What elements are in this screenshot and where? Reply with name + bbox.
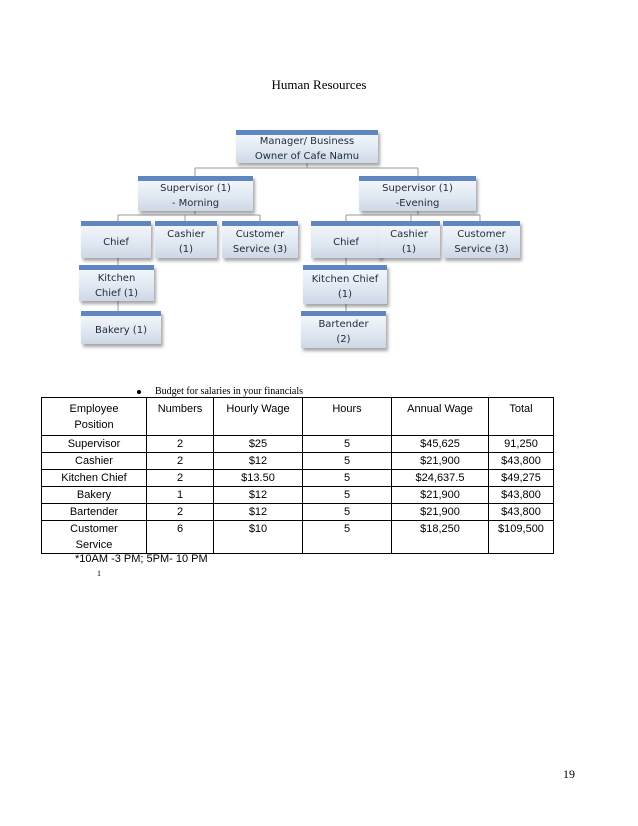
table-cell: 2 [146,435,214,453]
org-box-supervisor-morning: Supervisor (1) - Morning [138,176,253,211]
org-chart-connectors [117,163,481,311]
table-cell: 5 [302,435,392,453]
table-cell: Cashier [41,452,147,470]
table-cell: 5 [302,520,392,554]
table-header-cell: Hourly Wage [213,397,303,436]
table-cell: 91,250 [488,435,554,453]
table-cell: 6 [146,520,214,554]
org-box-cashier-morning: Cashier (1) [155,221,217,258]
table-cell: $43,800 [488,486,554,504]
table-cell: Customer Service [41,520,147,554]
table-cell: 2 [146,452,214,470]
org-box-chief-evening: Chief [311,221,381,258]
table-header-cell: Hours [302,397,392,436]
page-number: 19 [563,767,575,781]
table-cell: $13.50 [213,469,303,487]
table-cell: 2 [146,503,214,521]
table-header-cell: Annual Wage [391,397,489,436]
budget-note: Budget for salaries in your financials [155,386,304,397]
org-box-label: Kitchen Chief (1) [311,274,379,300]
table-cell: $109,500 [488,520,554,554]
org-box-supervisor-evening: Supervisor (1) -Evening [359,176,476,211]
table-cell: $12 [213,452,303,470]
org-box-label: Bakery (1) [95,324,147,336]
table-header-cell: Employee Position [41,397,147,436]
table-cell: $43,800 [488,503,554,521]
table-cell: $10 [213,520,303,554]
org-box-manager: Manager/ Business Owner of Cafe Namu [236,130,378,163]
org-box-label: Cashier (1) [390,229,428,255]
org-box-label: Supervisor (1) - Morning [160,183,231,209]
table-cell: $21,900 [391,503,489,521]
table-cell: $18,250 [391,520,489,554]
table-cell: Bakery [41,486,147,504]
org-box-label: Manager/ Business Owner of Cafe Namu [254,136,360,162]
org-box-label: Customer Service (3) [454,229,509,255]
org-box-kitchen-chief-morning: Kitchen Chief (1) [79,265,154,301]
org-box-bakery: Bakery (1) [81,311,161,344]
table-cell: 1 [146,486,214,504]
bullet-icon [137,389,141,394]
table-cell: $21,900 [391,486,489,504]
org-box-label: Kitchen Chief (1) [94,272,139,299]
table-cell: $12 [213,486,303,504]
org-box-label: Cashier (1) [167,229,205,255]
org-box-customer-service-morning: Customer Service (3) [222,221,298,258]
table-header-cell: Numbers [146,397,214,436]
org-box-kitchen-chief-evening: Kitchen Chief (1) [303,265,387,304]
org-box-customer-service-evening: Customer Service (3) [443,221,520,258]
table-cell: 5 [302,486,392,504]
table-cell: $43,800 [488,452,554,470]
hours-note: *10AM -3 PM; 5PM- 10 PM [75,553,208,565]
table-cell: $12 [213,503,303,521]
table-header-cell: Total [488,397,554,436]
org-box-bartender: Bartender (2) [301,311,386,348]
table-cell: 2 [146,469,214,487]
table-cell: Bartender [41,503,147,521]
table-cell: $21,900 [391,452,489,470]
footnote-marker: 1 [97,569,101,578]
org-box-cashier-evening: Cashier (1) [378,221,440,258]
org-box-label: Chief [333,236,359,248]
org-box-label: Customer Service (3) [232,229,288,255]
table-cell: 5 [302,469,392,487]
table-cell: 5 [302,503,392,521]
table-cell: Supervisor [41,435,147,453]
org-box-label: Chief [103,236,129,248]
table-cell: $49,275 [488,469,554,487]
table-cell: $24,637.5 [391,469,489,487]
org-box-chief-morning: Chief [81,221,151,258]
budget-bullet: Budget for salaries in your financials [137,386,303,397]
table-cell: $25 [213,435,303,453]
table-cell: 5 [302,452,392,470]
table-cell: Kitchen Chief [41,469,147,487]
table-cell: $45,625 [391,435,489,453]
org-box-label: Bartender (2) [318,319,369,345]
page-title: Human Resources [271,77,367,92]
org-box-label: Supervisor (1) -Evening [382,183,453,209]
